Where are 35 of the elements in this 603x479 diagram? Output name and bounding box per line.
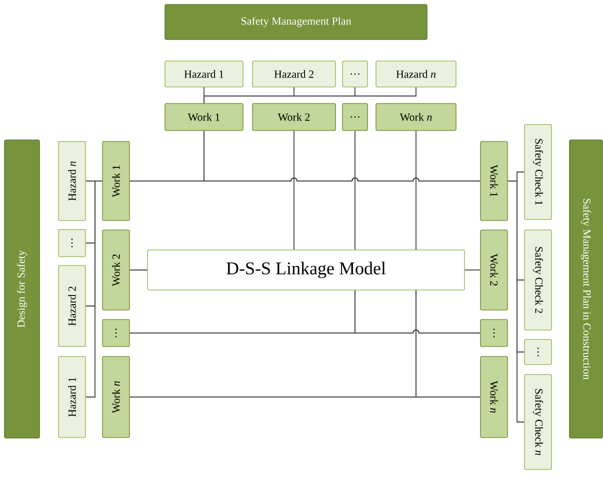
work-box: Work 1 [480,141,508,221]
check-box: Safety Check 1 [524,124,552,220]
connector [85,180,103,398]
work-box: Work n [376,103,456,131]
connector [354,290,481,334]
ellipsis-box: … [58,229,86,257]
check-box: Safety Check 2 [524,230,552,330]
hazard-box: Hazard 2 [58,265,86,347]
model-box: D-S-S Linkage Model [147,250,465,290]
ellipsis-box: … [342,60,368,88]
work-box: Work 1 [164,103,244,131]
connector [416,290,481,398]
ellipsis-box: … [480,319,508,347]
work-box: Work 2 [252,103,336,131]
connector [204,130,481,182]
hazard-box: Hazard n [58,141,86,221]
check-box: Safety Check n [524,374,552,470]
hazard-box: Hazard 2 [252,60,336,88]
work-box: Work 2 [102,230,130,310]
side-banner: Design for Safety [4,140,40,438]
connector [204,86,416,104]
work-box: Work n [480,356,508,438]
ellipsis-box: … [342,103,368,131]
ellipsis-box: … [102,319,130,347]
connector [354,130,356,250]
hazard-box: Hazard 1 [58,356,86,438]
ellipsis-box: … [524,339,552,365]
work-box: Work 1 [102,141,130,221]
title-banner: Safety Management Plan [164,4,428,40]
work-box: Work n [102,356,130,438]
hazard-box: Hazard 1 [164,60,244,88]
work-box: Work 2 [480,230,508,310]
hazard-box: Hazard n [376,60,456,88]
connector [507,180,525,422]
side-banner: Safety Management Plan in Construction [569,140,603,438]
